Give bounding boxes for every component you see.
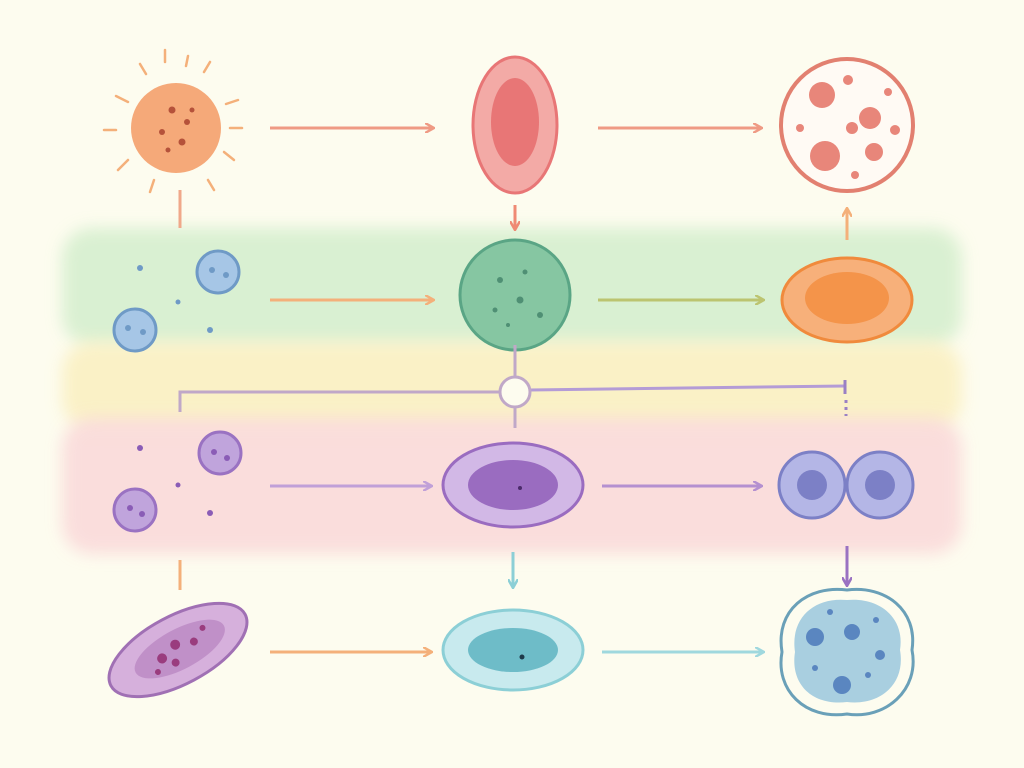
teal-oval-cell bbox=[441, 608, 585, 692]
blue-cells bbox=[112, 249, 241, 353]
red-oval-cell bbox=[471, 55, 559, 195]
orange-oval-cell bbox=[780, 256, 914, 344]
purple-oval-cell bbox=[441, 441, 585, 529]
dotted-circle-cell bbox=[779, 57, 915, 193]
junction-lines bbox=[178, 345, 848, 428]
sun-cell bbox=[102, 48, 244, 194]
blob-cell bbox=[779, 587, 915, 717]
elongated-cell bbox=[107, 601, 249, 699]
green-cell bbox=[458, 238, 572, 352]
twin-cells bbox=[777, 450, 915, 520]
purple-cells bbox=[112, 430, 243, 533]
